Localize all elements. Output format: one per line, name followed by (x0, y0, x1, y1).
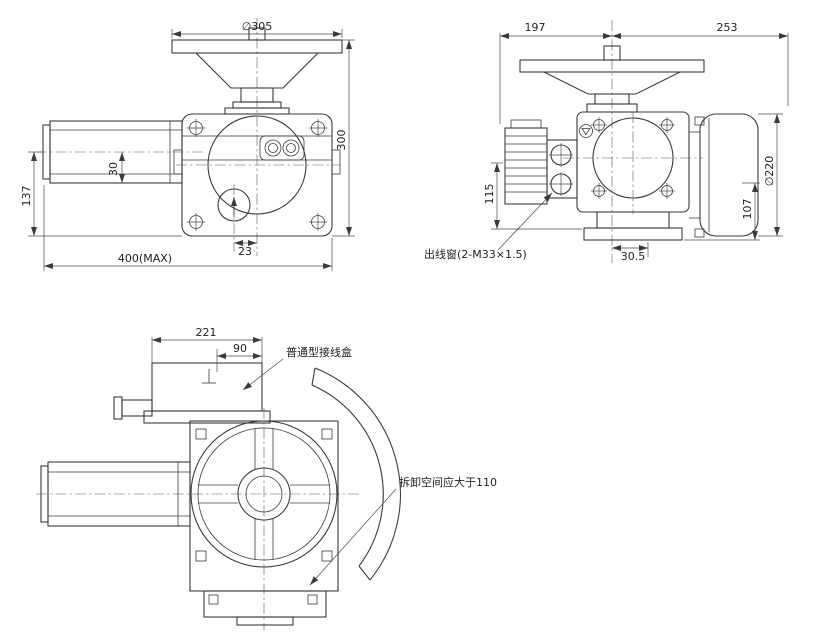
dim-output-offset: 23 (238, 245, 252, 258)
terminal-box-fins (504, 127, 548, 205)
dim-width-left: 197 (525, 21, 546, 34)
dim-box-width: 221 (196, 326, 217, 339)
cable-entry-windows (549, 143, 573, 196)
label-terminal-box: 普通型接线盒 (286, 345, 352, 359)
rear-base (203, 590, 327, 626)
rear-handwheel (190, 420, 338, 568)
dim-handwheel-diameter: ∅305 (242, 20, 273, 33)
rear-handwheel-rim (190, 420, 338, 568)
dim-total-height: 300 (335, 130, 348, 151)
dim-width-right: 253 (717, 21, 738, 34)
front-indicator-windows (259, 135, 305, 161)
label-removal-space: 拆卸空间应大于110 (399, 475, 497, 489)
front-handwheel (171, 27, 343, 115)
rear-dimensions: 221 90 普通型接线盒 拆卸空间应大于110 (151, 326, 497, 586)
rear-view: 221 90 普通型接线盒 拆卸空间应大于110 (36, 326, 497, 630)
dim-base-offset: 30.5 (621, 250, 646, 263)
side-gear-housing-circle (592, 117, 674, 199)
front-dimensions: ∅305 300 137 30 23 400(MAX) (20, 20, 355, 271)
front-view: ∅305 300 137 30 23 400(MAX) (20, 18, 355, 271)
rear-motor (40, 461, 191, 527)
side-terminal-box (504, 119, 578, 205)
side-body (576, 111, 690, 241)
cover-outline (699, 113, 759, 237)
dim-total-length: 400(MAX) (118, 252, 172, 265)
dim-left-height: 115 (483, 184, 496, 205)
side-view: 197 253 ∅220 107 115 30.5 出线窗(2-M33×1.5) (424, 20, 789, 263)
front-position-indicator (217, 188, 251, 222)
dim-motor-to-base: 137 (20, 186, 33, 207)
handwheel-swing-arc (311, 367, 401, 581)
side-round-cover (689, 113, 759, 238)
earth-symbol (579, 124, 593, 138)
dim-axis-offset: 30 (107, 162, 120, 176)
dim-cover-diameter: ∅220 (763, 156, 776, 187)
front-gear-housing-circle (207, 115, 307, 215)
front-motor (42, 120, 183, 184)
label-cable-window: 出线窗(2-M33×1.5) (424, 247, 527, 261)
junction-box-outline (151, 362, 263, 412)
rear-junction-box (113, 362, 271, 424)
dim-box-partial: 90 (233, 342, 247, 355)
side-dimensions: 197 253 ∅220 107 115 30.5 出线窗(2-M33×1.5) (424, 21, 789, 263)
dim-right-height: 107 (741, 199, 754, 220)
